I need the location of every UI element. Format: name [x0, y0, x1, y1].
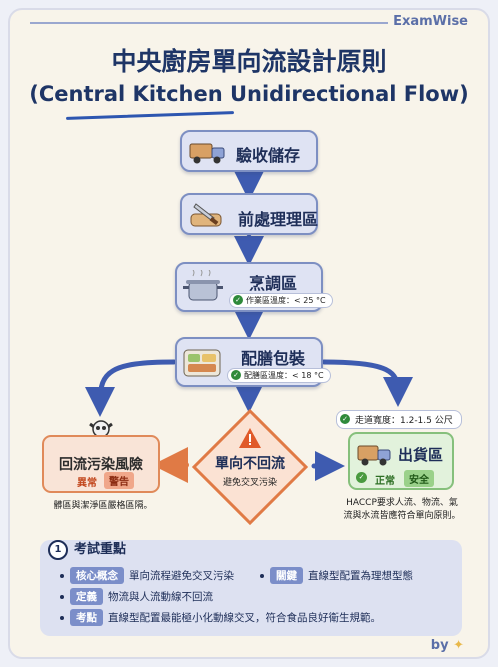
point-key: 關鍵直線型配置為理想型態: [260, 567, 413, 584]
tag-safe: 安全: [404, 470, 434, 487]
point-def: 定義物流與人流動線不回流: [60, 588, 213, 605]
point-text: 直線型配置最能極小化動線交叉，符合食品良好衛生規範。: [108, 612, 381, 624]
dispatch-title: 出貨區: [398, 446, 444, 464]
key-points-heading: 1 考試重點: [48, 538, 126, 560]
key-points-title: 考試重點: [74, 542, 127, 557]
risk-note: 髒區與潔淨區嚴格區隔。: [53, 501, 153, 511]
step-packing-label: 配膳包裝: [241, 349, 306, 368]
center-sub: 避免交叉污染: [222, 478, 277, 488]
key-points-number: 1: [48, 539, 68, 560]
risk-title: 回流污染風險: [59, 457, 143, 473]
point-exam: 考點直線型配置最能極小化動線交叉，符合食品良好衛生規範。: [60, 609, 381, 626]
check-icon: ✓: [231, 370, 241, 380]
bullet: [60, 574, 64, 578]
core-text: 單向流程避免交叉污染: [129, 570, 234, 582]
key-points-panel: [40, 540, 462, 636]
page-title: 中央廚房單向流設計原則: [111, 47, 387, 76]
footer-by-text: by: [430, 638, 449, 653]
bullet: [60, 616, 64, 620]
center-title: 單向不回流: [215, 456, 285, 472]
bullet: [60, 595, 64, 599]
key-label: 關鍵: [270, 567, 303, 584]
center-diamond: [191, 408, 309, 526]
packing-temp-text: 配膳區溫度：< 18 °C: [244, 371, 324, 380]
packing-temp-badge: ✓ 配膳區溫度：< 18 °C: [227, 368, 331, 383]
step-cooking-label: 烹調區: [249, 274, 298, 293]
def-text: 物流與人流動線不回流: [108, 591, 213, 603]
point-core: 核心概念單向流程避免交叉污染: [60, 567, 234, 584]
tag-abnormal: 異常: [77, 478, 97, 489]
bullet: [260, 574, 264, 578]
cooking-temp-text: 作業區溫度：< 25 °C: [246, 296, 326, 305]
step-prep: 前處理理區: [180, 193, 318, 235]
meal-tray-icon: [183, 349, 221, 377]
arrow-packing-dispatch: [321, 359, 413, 407]
dispatch-note-1: HACCP要求人流、物流、氣: [346, 498, 458, 508]
step-receiving: 驗收儲存: [180, 130, 318, 172]
footer-by: by ✦: [431, 638, 464, 653]
tag-normal: 正常: [375, 476, 395, 487]
risk-box: 回流污染風險 異常 警告: [42, 435, 160, 493]
point-label: 考點: [70, 609, 103, 626]
width-note-text: 走道寬度：1.2-1.5 公尺: [355, 416, 453, 426]
delivery-truck-icon: [189, 143, 225, 164]
dispatch-box: 出貨區 ✓ 正常 安全: [348, 432, 454, 490]
check-icon: ✓: [233, 295, 243, 305]
warning-icon: [239, 428, 261, 448]
brand-divider: [30, 22, 388, 24]
core-label: 核心概念: [70, 567, 124, 584]
cutting-board-knife-icon: [190, 203, 222, 227]
cooking-pot-icon: [183, 270, 223, 301]
sparkle-icon: ✦: [453, 638, 464, 653]
step-packing: 配膳包裝 ✓ 配膳區溫度：< 18 °C: [175, 337, 331, 387]
step-receiving-label: 驗收儲存: [236, 146, 301, 165]
width-note-badge: ✓ 走道寬度：1.2-1.5 公尺: [336, 410, 462, 429]
check-icon: ✓: [340, 414, 350, 424]
dispatch-note-2: 流與水流皆應符合單向原則。: [343, 511, 461, 521]
tag-warning: 警告: [104, 472, 134, 489]
step-prep-label: 前處理理區: [238, 210, 319, 229]
key-text: 直線型配置為理想型態: [308, 570, 413, 582]
brand-logo: ExamWise: [393, 14, 468, 29]
def-label: 定義: [70, 588, 103, 605]
box-truck-icon: [357, 445, 391, 466]
cooking-temp-badge: ✓ 作業區溫度：< 25 °C: [229, 293, 333, 308]
step-cooking: 烹調區 ✓ 作業區溫度：< 25 °C: [175, 262, 333, 312]
page-subtitle: (Central Kitchen Unidirectional Flow): [29, 82, 469, 106]
arrow-packing-risk: [85, 359, 177, 417]
check-icon: ✓: [356, 472, 367, 483]
